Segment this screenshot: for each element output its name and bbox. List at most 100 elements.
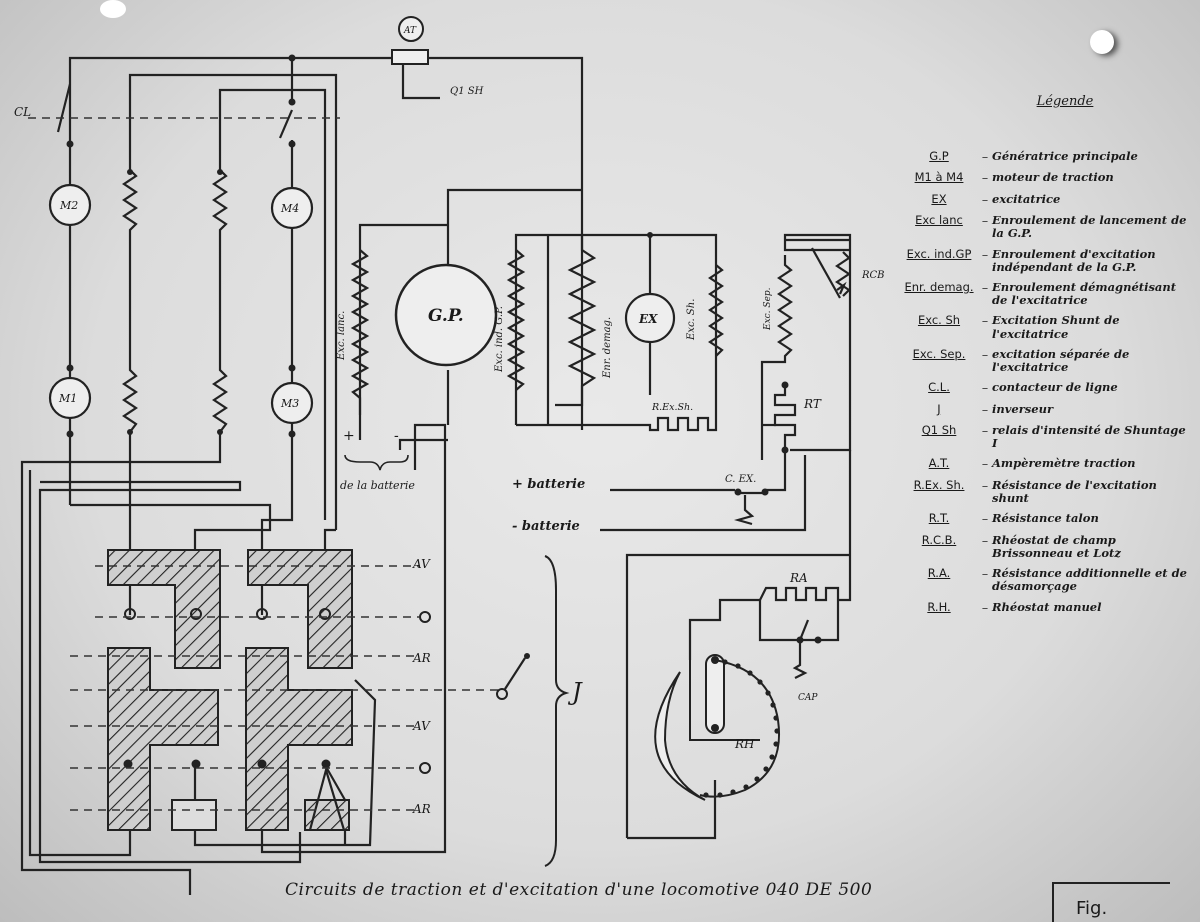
legend-description: Résistance additionnelle et de désamorça…: [992, 566, 1187, 594]
legend-item: EX –excitatrice: [900, 191, 1190, 207]
legend-code: Exc lanc: [915, 213, 963, 228]
punch-hole-left: [100, 0, 126, 18]
legend-description: Rhéostat manuel: [992, 599, 1102, 614]
separate-excitation-section: [600, 233, 852, 532]
legend-separator: –: [981, 599, 989, 615]
label-ar-1: AR: [412, 651, 431, 665]
punch-hole-right: [1090, 30, 1114, 54]
legend-code: Exc. Sep.: [912, 346, 966, 361]
motor-branches: [20, 140, 314, 895]
legend-code: R.C.B.: [921, 532, 957, 547]
legend-description: moteur de traction: [992, 170, 1114, 185]
label-exc-sh: Exc. Sh.: [686, 299, 697, 341]
legend-description: excitation séparée de l'excitatrice: [992, 346, 1130, 375]
legend-code: R.T.: [928, 511, 950, 526]
legend-item: Exc lanc –Enroulement de lancement de la …: [900, 213, 1190, 241]
legend-separator: –: [981, 423, 989, 438]
legend-separator: –: [981, 170, 989, 186]
legend-separator: –: [981, 191, 989, 207]
legend-item: M1 à M4 –moteur de traction: [900, 170, 1190, 186]
legend-item: J –inverseur: [900, 401, 1190, 417]
label-minus-batterie: - batterie: [512, 519, 580, 534]
label-cap: CAP: [798, 693, 818, 703]
legend-description: Ampèremètre traction: [992, 456, 1136, 471]
legend-code: Q1 Sh: [921, 423, 957, 437]
legend-separator: –: [981, 532, 989, 548]
label-rt: RT: [803, 397, 822, 411]
inverter-j-drums: [70, 549, 570, 867]
legend-item: R.C.B.–Rhéostat de champ Brissonneau et …: [900, 532, 1190, 560]
legend: Légende G.P–Génératrice principale M1 à M…: [900, 94, 1190, 622]
generator-gp: [394, 263, 498, 367]
legend-code: R.H.: [927, 599, 951, 614]
legend-code: Enr. demag.: [904, 279, 974, 294]
label-rh: RH: [734, 737, 755, 751]
rheostat-rh-slider: [705, 654, 725, 734]
label-exc-sep: Exc. Sep.: [763, 287, 773, 331]
legend-code: A.T.: [928, 456, 950, 471]
legend-item: Exc. Sh–Excitation Shunt de l'excitatric…: [900, 313, 1190, 341]
label-gp: G.P.: [428, 306, 464, 326]
legend-title: Légende: [1036, 94, 1094, 109]
label-av-1: AV: [412, 557, 431, 571]
legend-code: M1 à M4: [914, 170, 964, 185]
legend-description: excitatrice: [992, 191, 1061, 206]
label-at: AT: [403, 26, 417, 36]
label-m2: M2: [59, 199, 78, 212]
label-q1sh: Q1 SH: [450, 86, 484, 97]
label-plus-batterie: + batterie: [512, 477, 585, 492]
legend-item: R.A. –Résistance additionnelle et de désa…: [900, 566, 1190, 594]
legend-separator: –: [981, 566, 989, 582]
label-minus: -: [394, 428, 399, 444]
figure-label: Fig.: [1052, 882, 1170, 922]
label-j: J: [567, 678, 583, 706]
legend-item: R.Ex. Sh.–Résistance de l'excitation shu…: [900, 477, 1190, 506]
legend-item: R.T. –Résistance talon: [900, 511, 1190, 527]
top-bus-wiring: [28, 54, 584, 530]
legend-description: relais d'intensité de Shuntage I: [992, 423, 1186, 451]
label-exc-lanc: Exc. lanc.: [336, 311, 347, 361]
legend-description: inverseur: [992, 401, 1053, 416]
legend-description: Génératrice principale: [992, 148, 1138, 163]
label-rexsh: R.Ex.Sh.: [651, 402, 693, 413]
legend-code: Exc. ind.GP: [906, 246, 972, 261]
label-ar-2: AR: [412, 802, 431, 816]
label-de-la-batterie: de la batterie: [340, 479, 415, 492]
legend-separator: –: [981, 511, 989, 527]
legend-description: Enroulement démagnétisant de l'excitatri…: [992, 279, 1177, 308]
main-generator-section: [344, 188, 724, 471]
legend-item: Exc. Sep.–excitation séparée de l'excita…: [900, 346, 1190, 375]
diagram-caption: Circuits de traction et d'excitation d'u…: [285, 880, 873, 900]
legend-separator: –: [981, 213, 989, 229]
legend-separator: –: [981, 401, 989, 417]
label-ex: EX: [638, 312, 658, 326]
legend-description: Résistance de l'excitation shunt: [992, 477, 1157, 506]
label-m4: M4: [280, 202, 299, 215]
legend-code: J: [937, 401, 941, 416]
legend-code: R.A.: [927, 566, 951, 581]
legend-separator: –: [981, 246, 989, 262]
legend-description: Enroulement d'excitation indépendant de …: [992, 246, 1156, 274]
legend-code: EX: [931, 191, 947, 206]
legend-item: A.T. –Ampèremètre traction: [900, 456, 1190, 472]
legend-description: contacteur de ligne: [992, 380, 1118, 395]
ammeter-at: [391, 16, 440, 100]
label-ra: RA: [789, 571, 808, 585]
legend-description: Excitation Shunt de l'excitatrice: [992, 313, 1120, 341]
legend-separator: –: [981, 456, 989, 472]
legend-item: R.H. –Rhéostat manuel: [900, 599, 1190, 615]
legend-code: Exc. Sh: [917, 313, 961, 328]
legend-separator: –: [981, 346, 989, 362]
rheostat-section: [625, 450, 852, 840]
legend-description: Enroulement de lancement de la G.P.: [992, 213, 1187, 241]
legend-item: G.P–Génératrice principale: [900, 148, 1190, 164]
label-rcb: RCB: [861, 270, 885, 281]
legend-separator: –: [981, 148, 989, 164]
legend-description: Résistance talon: [992, 511, 1099, 526]
legend-separator: –: [981, 380, 989, 396]
legend-separator: –: [981, 477, 989, 493]
label-cl: CL: [14, 105, 31, 119]
